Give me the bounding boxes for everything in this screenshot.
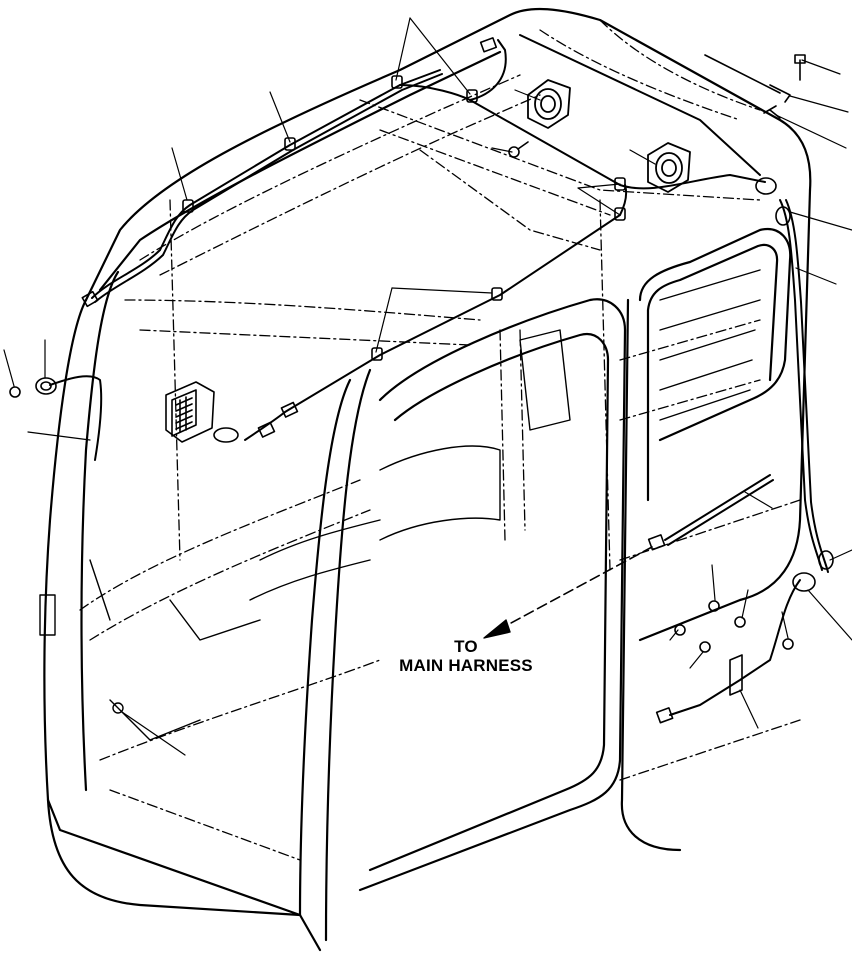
bracket-bolts — [674, 600, 794, 696]
callout-line-2: MAIN HARNESS — [399, 656, 533, 675]
main-harness-arrow — [483, 546, 653, 639]
callout-line-1: TO — [454, 637, 478, 656]
harness-connector-icon — [81, 37, 674, 724]
harness-clip-icon — [182, 75, 834, 592]
antenna-icon — [704, 54, 806, 119]
cab-harness — [49, 34, 829, 716]
roof-speaker-icon — [647, 142, 691, 193]
interior-details — [39, 269, 761, 741]
roof-speaker-icon — [527, 79, 571, 129]
main-harness-callout: TO MAIN HARNESS — [386, 637, 546, 675]
radio-unit-icon — [165, 381, 239, 443]
leader-lines — [3, 17, 852, 756]
dome-lamp-icon — [9, 377, 57, 398]
cab-frame — [43, 7, 812, 952]
hidden-lines — [79, 19, 801, 861]
screw-icon — [508, 141, 529, 158]
